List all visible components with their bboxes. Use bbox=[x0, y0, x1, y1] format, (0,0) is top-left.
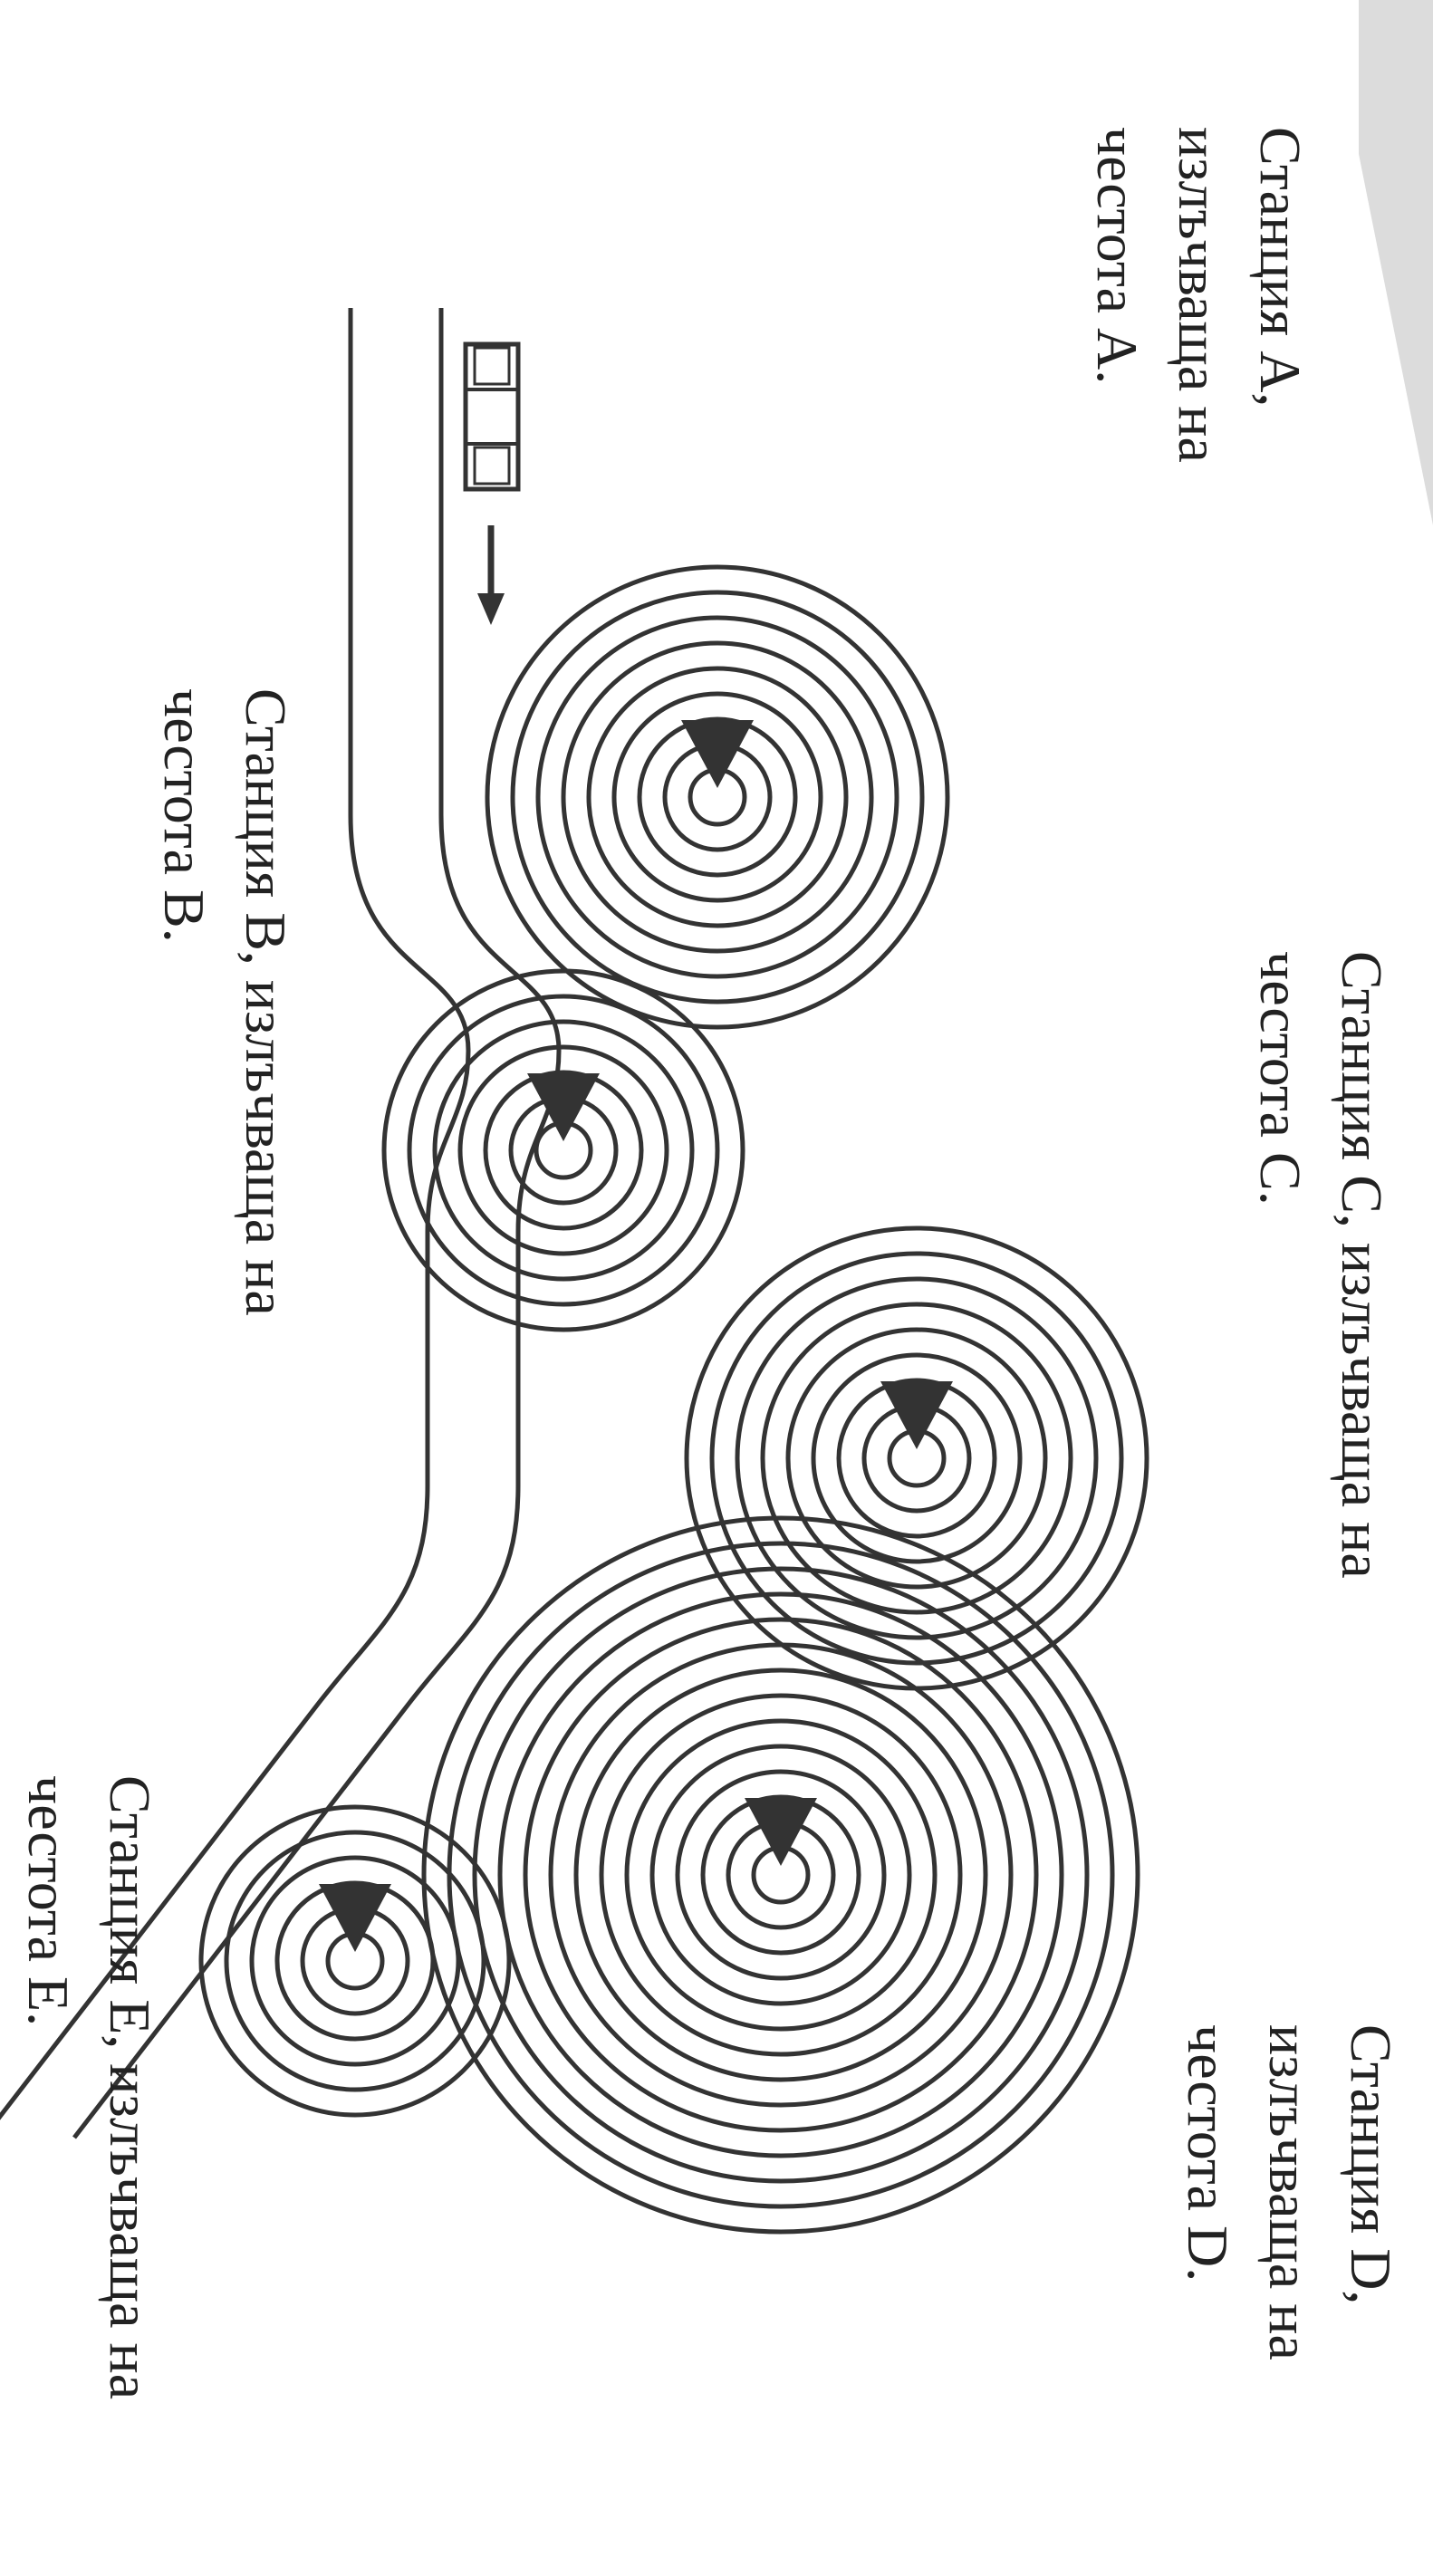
station-label-line: честота E. bbox=[16, 1775, 81, 2026]
signal-ring bbox=[432, 1019, 695, 1282]
station-label-line: Станция C, излъчваща на bbox=[1330, 951, 1394, 1579]
signal-ring bbox=[649, 1744, 912, 2006]
station-label-line: Станция D, bbox=[1339, 2024, 1403, 2304]
signal-ring bbox=[198, 1804, 512, 2118]
signal-ring bbox=[497, 1591, 1064, 2158]
station-label-line: честота B. bbox=[152, 688, 216, 943]
station-label-line: излъчваща на bbox=[1257, 2024, 1322, 2360]
station-label-line: Станция E, излъчваща на bbox=[98, 1775, 162, 2399]
road-edge-upper bbox=[0, 308, 471, 2139]
station-d: Станция D, излъчваща на честота D. bbox=[421, 1515, 1403, 2360]
station-label-line: честота D. bbox=[1176, 2024, 1240, 2282]
station-b: Станция B, излъчваща на честота B. bbox=[152, 688, 745, 1332]
station-label-line: излъчваща на bbox=[1167, 127, 1231, 463]
page-corner-shade bbox=[1359, 0, 1433, 525]
signal-ring bbox=[586, 666, 849, 928]
signal-ring bbox=[760, 1302, 1073, 1615]
station-label: Станция D, излъчваща на честота D. bbox=[1176, 2024, 1403, 2360]
signal-ring bbox=[637, 716, 798, 878]
station-label: Станция А, излъчваща на честота А. bbox=[1085, 127, 1313, 463]
signal-ring bbox=[483, 1070, 644, 1231]
signal-ring bbox=[624, 1718, 938, 2032]
signal-ring bbox=[561, 640, 874, 954]
station-label-line: Станция А, bbox=[1248, 127, 1313, 407]
transmitter-icon bbox=[745, 1798, 817, 1866]
station-label-line: Станция B, излъчваща на bbox=[234, 688, 298, 1316]
station-e: Станция E, излъчваща на честота E. bbox=[16, 1775, 512, 2399]
signal-ring bbox=[381, 968, 745, 1332]
station-a: Станция А, излъчваща на честота А. bbox=[485, 127, 1313, 1030]
station-label: Станция E, излъчваща на честота E. bbox=[16, 1775, 162, 2399]
signal-ring bbox=[274, 1880, 436, 2042]
station-label: Станция C, излъчваща на честота C. bbox=[1248, 951, 1394, 1579]
signal-ring bbox=[735, 1276, 1099, 1640]
transmitter-icon bbox=[681, 720, 754, 788]
station-c: Станция C, излъчваща на честота C. bbox=[684, 951, 1394, 1691]
signal-ring bbox=[249, 1855, 461, 2067]
direction-arrow-icon bbox=[477, 525, 505, 625]
transmitter-icon bbox=[319, 1884, 391, 1952]
signal-ring bbox=[535, 615, 899, 979]
signal-ring bbox=[573, 1668, 988, 2082]
signal-ring bbox=[523, 1617, 1039, 2133]
signal-ring bbox=[611, 691, 823, 903]
transmitter-icon bbox=[527, 1073, 600, 1141]
signal-ring bbox=[510, 590, 925, 1004]
signal-ring bbox=[599, 1693, 963, 2057]
signal-ring bbox=[457, 1044, 669, 1256]
station-label-line: честота C. bbox=[1248, 951, 1313, 1206]
signal-ring bbox=[785, 1327, 1048, 1590]
station-label-line: честота А. bbox=[1085, 127, 1149, 384]
signal-ring bbox=[675, 1769, 887, 1981]
signal-ring bbox=[421, 1515, 1140, 2235]
road-edge-lower bbox=[72, 308, 562, 2139]
transmitter-icon bbox=[880, 1381, 953, 1449]
signal-ring bbox=[485, 564, 950, 1030]
signal-ring bbox=[472, 1566, 1090, 2184]
signal-ring bbox=[811, 1352, 1023, 1564]
signal-ring bbox=[548, 1642, 1014, 2108]
signal-ring bbox=[407, 994, 720, 1307]
signal-ring bbox=[700, 1794, 861, 1956]
signal-ring bbox=[836, 1378, 997, 1539]
station-label: Станция B, излъчваща на честота B. bbox=[152, 688, 298, 1316]
signal-ring bbox=[709, 1251, 1124, 1666]
car-icon bbox=[463, 341, 521, 492]
signal-ring bbox=[224, 1830, 486, 2092]
